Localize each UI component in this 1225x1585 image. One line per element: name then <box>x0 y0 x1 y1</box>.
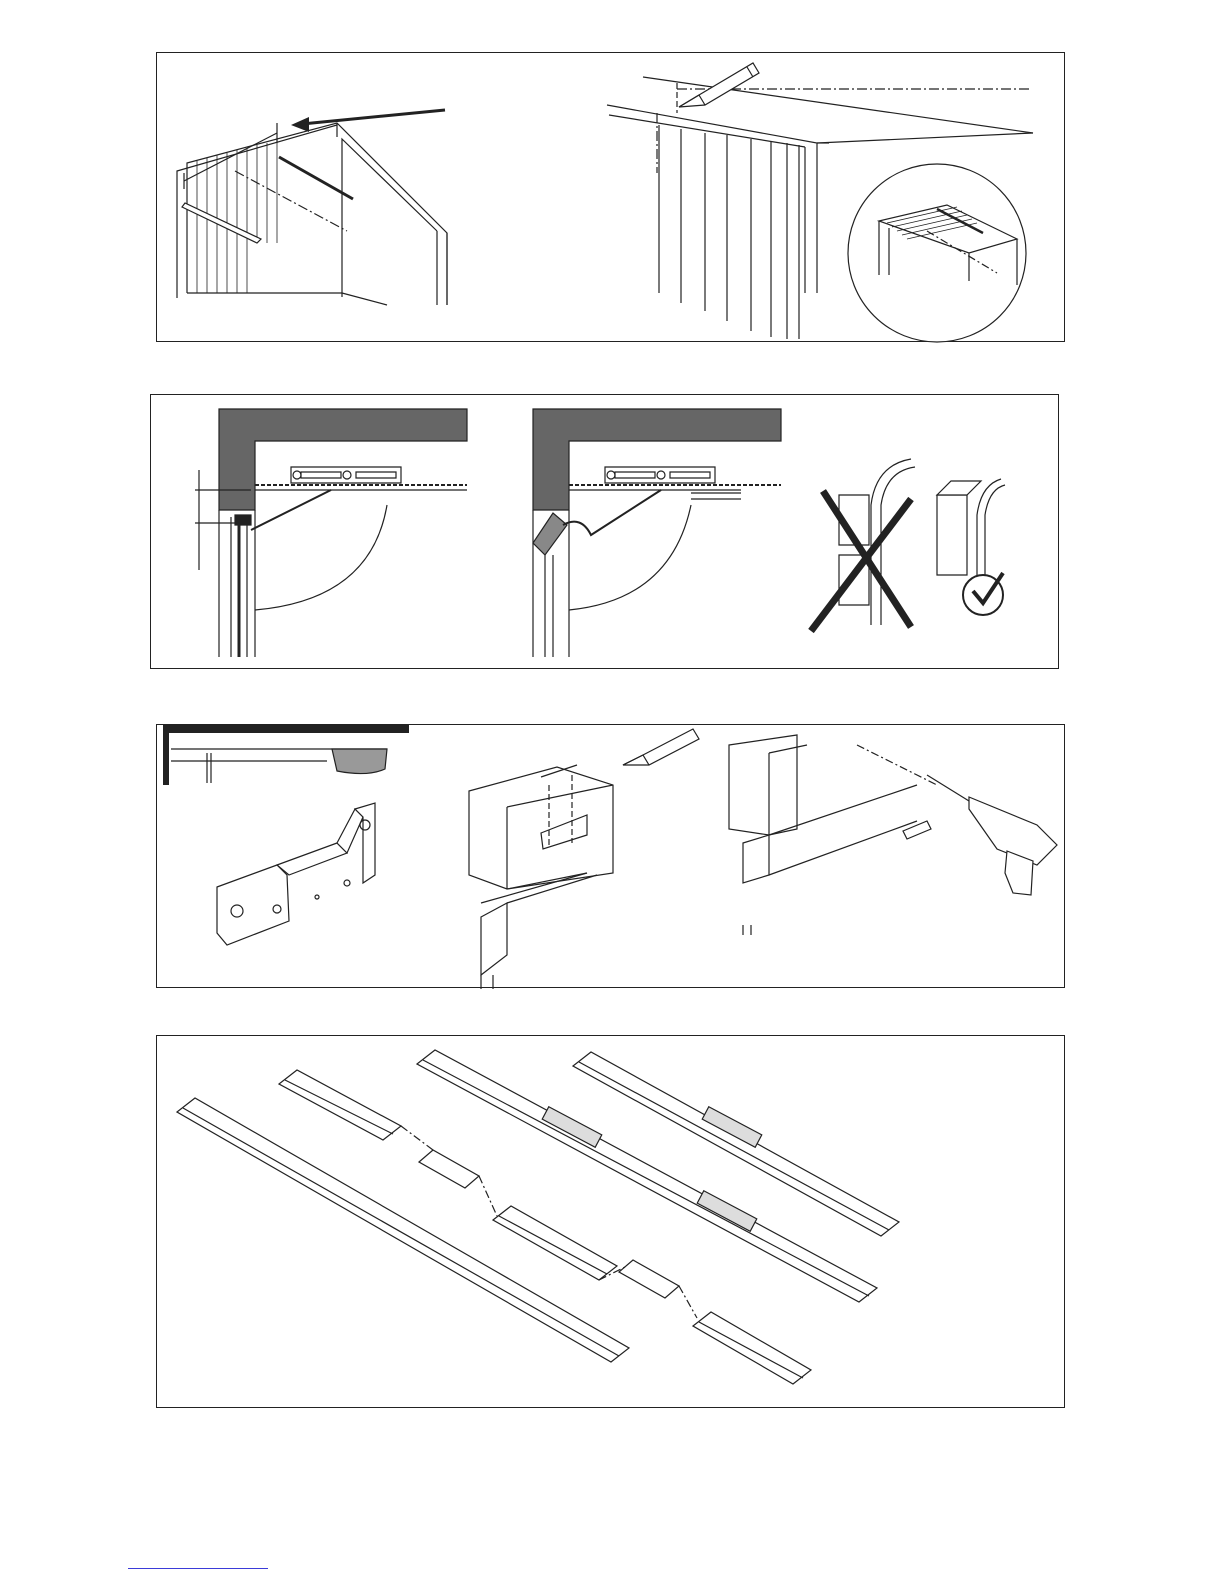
pencil-icon <box>623 729 699 765</box>
correct-mount-icon <box>937 479 1005 615</box>
step-4-rail-assembly-panel <box>156 1035 1065 1408</box>
spirit-level-icon <box>291 467 401 483</box>
wall-marking-detail <box>469 765 613 989</box>
detail-magnifier-icon <box>848 164 1026 342</box>
rail-connector-icon <box>401 1126 697 1318</box>
wall-section-left <box>195 409 467 657</box>
mounting-bracket-icon <box>217 803 375 945</box>
wrong-mount-icon <box>811 459 915 631</box>
step-1-marking-centre-panel <box>156 52 1065 342</box>
wall-plug-icon <box>903 821 931 839</box>
pencil-icon <box>679 63 759 107</box>
garage-door-perspective-icon <box>177 123 447 305</box>
rail-section-icon <box>177 1050 899 1384</box>
step-3-bracket-mounting-panel <box>156 724 1065 988</box>
step-2-door-arm-clearance-panel <box>150 394 1059 669</box>
footer-link[interactable] <box>128 1568 268 1569</box>
spirit-level-icon <box>605 467 715 483</box>
drill-icon <box>927 775 1057 895</box>
wall-section-middle <box>533 409 781 657</box>
opener-overview-icon <box>163 725 409 785</box>
